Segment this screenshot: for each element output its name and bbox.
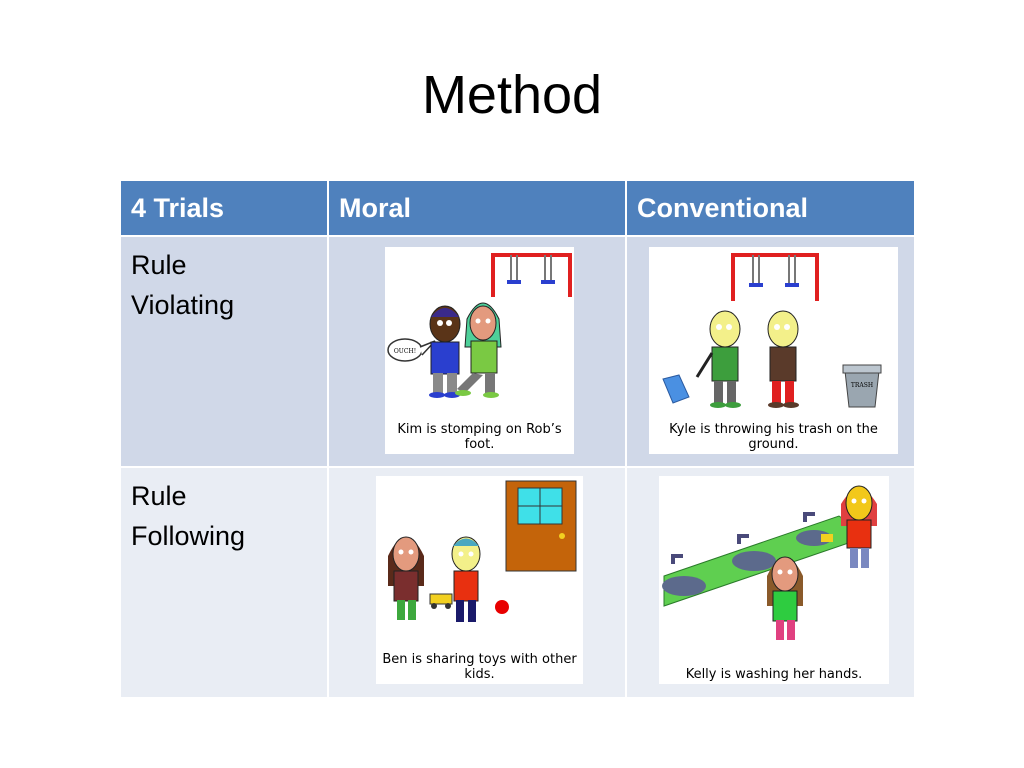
caption: Ben is sharing toys with other kids. bbox=[382, 652, 577, 682]
row-label-cell: Rule Following bbox=[119, 466, 329, 699]
sharing-illustration: Ben is sharing toys with other kids. bbox=[376, 476, 583, 684]
caption: Kyle is throwing his trash on the ground… bbox=[669, 422, 878, 452]
header-conventional: Conventional bbox=[625, 179, 916, 237]
table-header-row: 4 Trials Moral Conventional bbox=[119, 179, 916, 237]
row-label: Rule Violating bbox=[121, 237, 327, 325]
header-moral: Moral bbox=[327, 179, 627, 237]
speech-text: OUCH! bbox=[394, 348, 416, 355]
row-label-line: Violating bbox=[131, 290, 235, 320]
table-row-rule-violating: Rule Violating OU bbox=[119, 235, 916, 468]
handwashing-illustration: Kelly is washing her hands. bbox=[659, 476, 889, 684]
slide-title: Method bbox=[421, 65, 603, 125]
moral-following-cell: Ben is sharing toys with other kids. bbox=[327, 466, 627, 699]
trials-table: 4 Trials Moral Conventional Rule Violati… bbox=[119, 179, 916, 699]
row-label-line: Following bbox=[131, 521, 246, 551]
row-label-line: Rule bbox=[131, 250, 187, 280]
row-label-cell: Rule Violating bbox=[119, 235, 329, 468]
header-trials: 4 Trials bbox=[119, 179, 329, 237]
row-label-line: Rule bbox=[131, 481, 187, 511]
conventional-following-cell: Kelly is washing her hands. bbox=[625, 466, 916, 699]
littering-illustration: TRASH Kyle is throwing his trash on the … bbox=[649, 247, 898, 454]
moral-violating-cell: OUCH! bbox=[327, 235, 627, 468]
trash-label: TRASH bbox=[851, 382, 873, 389]
conventional-violating-cell: TRASH Kyle is throwing his trash on the … bbox=[625, 235, 916, 468]
stomping-illustration: OUCH! bbox=[385, 247, 574, 454]
table-row-rule-following: Rule Following bbox=[119, 466, 916, 699]
row-label: Rule Following bbox=[121, 468, 327, 556]
caption: Kim is stomping on Rob’s foot. bbox=[397, 422, 562, 452]
caption: Kelly is washing her hands. bbox=[685, 667, 863, 682]
